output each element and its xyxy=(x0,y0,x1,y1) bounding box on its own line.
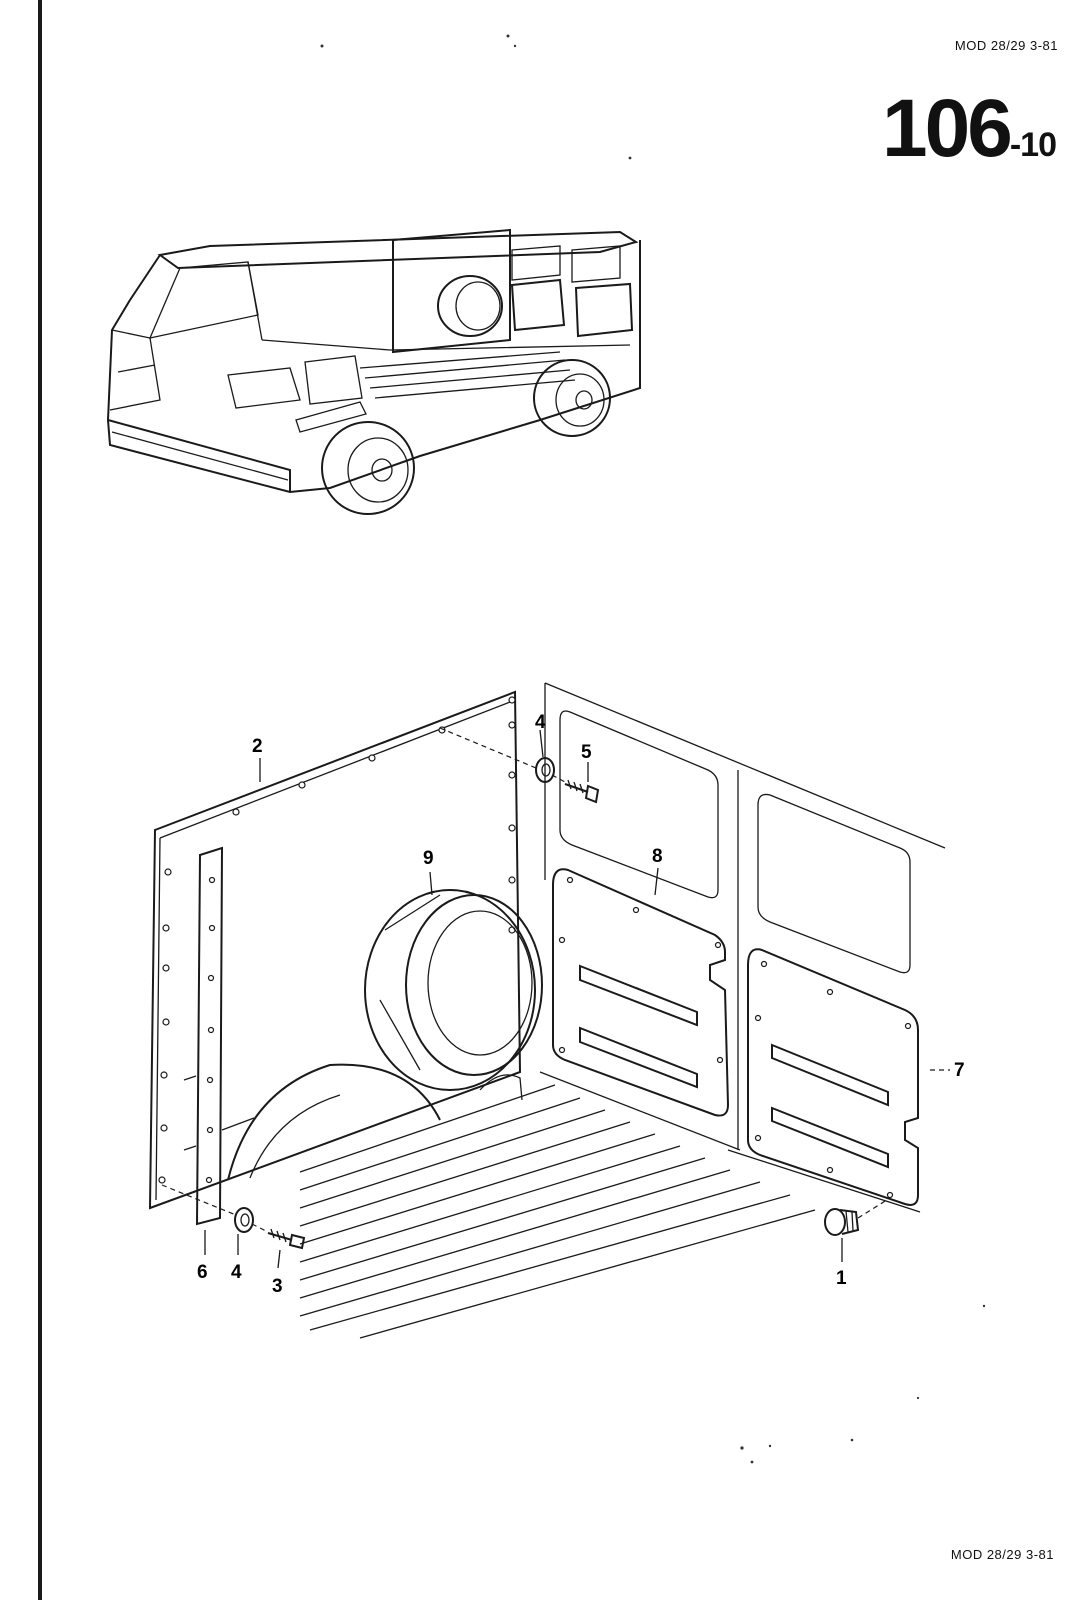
model-reference-footer: MOD 28/29 3-81 xyxy=(950,1547,1054,1562)
vertical-trim-strip xyxy=(195,846,224,1226)
page-number-main: 106 xyxy=(882,83,1013,174)
binding-rule xyxy=(38,0,42,1600)
callout-9: 9 xyxy=(423,848,434,869)
partition-panel xyxy=(148,690,522,1210)
fastener-clip xyxy=(824,1208,860,1236)
side-trim-panel-front xyxy=(552,868,730,1117)
callout-5: 5 xyxy=(581,742,592,763)
callout-7: 7 xyxy=(954,1060,965,1081)
callout-4-bottom: 4 xyxy=(231,1262,242,1283)
fastener-washer-top xyxy=(535,757,555,783)
floor-ribs xyxy=(299,1084,816,1339)
panel-mounting-holes xyxy=(158,696,516,1184)
side-trim-panel-rear xyxy=(747,948,919,1206)
model-reference-header: MOD 28/29 3-81 xyxy=(954,38,1058,53)
fastener-washer-bottom xyxy=(234,1207,254,1233)
scan-specks xyxy=(320,34,986,1464)
page-number: 106-10 xyxy=(882,88,1057,170)
callout-1: 1 xyxy=(836,1268,847,1289)
van-overview-illustration xyxy=(106,228,641,515)
spare-wheel xyxy=(364,889,543,1091)
callout-2: 2 xyxy=(252,736,263,757)
page-number-sub: -10 xyxy=(1009,126,1057,164)
callout-4-top: 4 xyxy=(535,712,546,733)
callout-8: 8 xyxy=(652,846,663,867)
fastener-screw-bottom xyxy=(267,1228,306,1250)
callout-3: 3 xyxy=(272,1276,283,1297)
cargo-area-exploded-diagram: 2 4 5 9 8 7 1 6 4 3 xyxy=(148,682,965,1339)
callout-6: 6 xyxy=(197,1262,208,1283)
fastener-screw-top xyxy=(564,779,600,804)
